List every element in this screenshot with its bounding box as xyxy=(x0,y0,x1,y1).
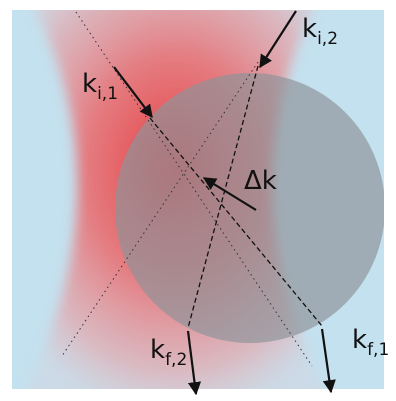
dotted-guide-line-1 xyxy=(75,11,313,367)
dashed-path-2 xyxy=(187,65,259,329)
delta-k-arrow xyxy=(202,177,257,211)
label-k-i1: ki,1 xyxy=(82,69,118,104)
sphere xyxy=(115,73,384,343)
dashed-path-1 xyxy=(149,117,323,327)
k-i2-arrow xyxy=(259,10,297,69)
label-k-f2: kf,2 xyxy=(150,335,187,370)
k-f2-arrow xyxy=(186,330,202,396)
label-k-f1: kf,1 xyxy=(352,325,389,360)
k-i1-arrow xyxy=(113,66,153,119)
label-delta-k: Δk xyxy=(244,166,277,196)
k-f1-arrow xyxy=(320,328,336,394)
label-k-i2: ki,2 xyxy=(302,14,338,49)
